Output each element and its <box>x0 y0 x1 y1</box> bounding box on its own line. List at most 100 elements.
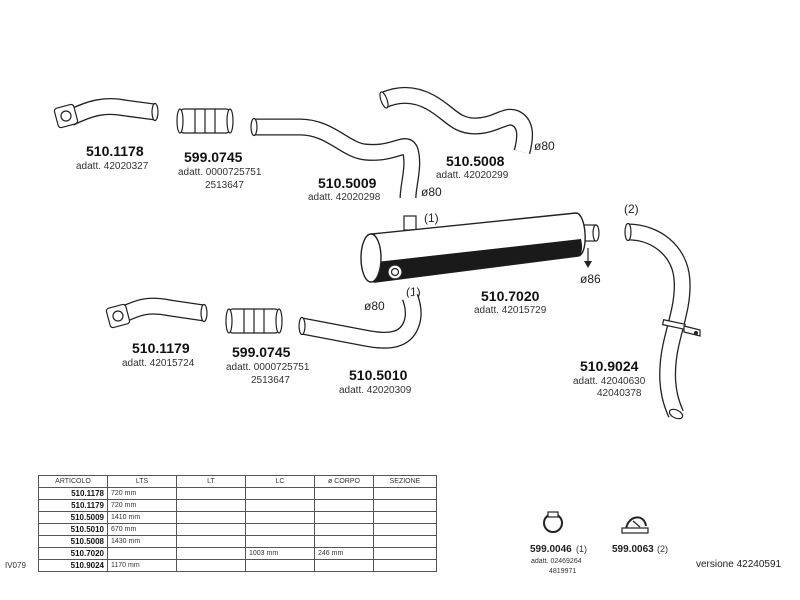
row-lts <box>107 547 177 560</box>
part-510-7020-diameter: ø86 <box>580 272 601 286</box>
row-corpo <box>314 523 374 536</box>
part-510-9024-code: 510.9024 <box>580 358 639 374</box>
row-lts: 720 mm <box>107 487 177 500</box>
part-510-9024-drawing <box>624 222 701 420</box>
row-corpo <box>314 535 374 548</box>
table-row: 510.5009 1410 mm <box>38 511 437 524</box>
row-code: 510.7020 <box>38 547 108 560</box>
row-code: 510.5010 <box>38 523 108 536</box>
row-corpo <box>314 499 374 512</box>
part-510-7020-ref: (1) <box>424 211 439 225</box>
parts-table: ARTICOLO LTS LT LC ø CORPO SEZIONE 510.1… <box>38 475 437 572</box>
row-sezione <box>373 535 437 548</box>
row-code: 510.1178 <box>38 487 108 500</box>
part-599-0745-top-adatt: adatt. 0000725751 <box>178 167 262 178</box>
u-bolt-599-0063-ref: (2) <box>657 544 668 554</box>
col-lt: LT <box>176 475 246 488</box>
table-row: 510.5010 670 mm <box>38 523 437 536</box>
row-lt <box>176 559 246 572</box>
clamp-599-0046-adatt2: 4819971 <box>549 568 576 575</box>
row-lt <box>176 487 246 500</box>
row-lt <box>176 535 246 548</box>
u-bolt-599-0063-code: 599.0063 <box>612 544 654 555</box>
part-510-1179-adatt: adatt. 42015724 <box>122 358 195 369</box>
clamp-599-0046-icon <box>543 511 563 533</box>
part-510-5010-code: 510.5010 <box>349 367 408 383</box>
part-510-1179-code: 510.1179 <box>132 340 190 356</box>
row-code: 510.1179 <box>38 499 108 512</box>
col-articolo: ARTICOLO <box>38 475 108 488</box>
row-lc: 1003 mm <box>245 547 315 560</box>
table-row: 510.5008 1430 mm <box>38 535 437 548</box>
row-sezione <box>373 523 437 536</box>
row-sezione <box>373 559 437 572</box>
row-sezione <box>373 499 437 512</box>
row-lc <box>245 523 315 536</box>
part-510-7020-code: 510.7020 <box>481 288 540 304</box>
table-row: 510.1179 720 mm <box>38 499 437 512</box>
part-510-5008-drawing <box>379 86 534 155</box>
row-corpo <box>314 487 374 500</box>
part-599-0745-bottom-adatt: adatt. 0000725751 <box>226 362 310 373</box>
part-510-5010-drawing <box>298 294 422 349</box>
clamp-599-0046-code: 599.0046 <box>530 544 572 555</box>
row-code: 510.5008 <box>38 535 108 548</box>
table-row: 510.1178 720 mm <box>38 487 437 500</box>
part-510-1179-drawing <box>105 297 208 329</box>
row-lts: 720 mm <box>107 499 177 512</box>
part-510-5009-drawing <box>250 117 421 199</box>
part-510-5010-adatt: adatt. 42020309 <box>339 385 412 396</box>
table-side-label: IV079 <box>5 561 26 570</box>
part-510-1178-adatt: adatt. 42020327 <box>76 161 149 172</box>
row-corpo <box>314 559 374 572</box>
part-510-7020-diameter-2: ø80 <box>364 299 385 313</box>
row-lc <box>245 559 315 572</box>
col-sezione: SEZIONE <box>373 475 437 488</box>
part-510-5008-adatt: adatt. 42020299 <box>436 170 509 181</box>
part-599-0745-top-code: 599.0745 <box>184 149 243 165</box>
part-599-0745-bottom-code: 599.0745 <box>232 344 291 360</box>
row-sezione <box>373 547 437 560</box>
col-lc: LC <box>245 475 315 488</box>
part-510-5008-diameter: ø80 <box>534 139 555 153</box>
row-lt <box>176 511 246 524</box>
row-code: 510.5009 <box>38 511 108 524</box>
col-lts: LTS <box>107 475 177 488</box>
part-510-7020-drawing <box>360 212 600 283</box>
part-510-9024-ref: (2) <box>624 202 639 216</box>
row-lt <box>176 547 246 560</box>
part-510-5009-code: 510.5009 <box>318 175 377 191</box>
part-599-0745-bottom-adatt2: 2513647 <box>251 375 290 386</box>
row-code: 510.9024 <box>38 559 108 572</box>
row-lc <box>245 535 315 548</box>
clamp-599-0046-adatt: adatt. 02469264 <box>531 558 582 565</box>
part-510-5008-code: 510.5008 <box>446 153 505 169</box>
part-510-1178-code: 510.1178 <box>86 143 144 159</box>
clamp-599-0046-ref: (1) <box>576 544 587 554</box>
col-corpo: ø CORPO <box>314 475 374 488</box>
row-lc <box>245 487 315 500</box>
u-bolt-599-0063-icon <box>621 516 649 534</box>
part-510-5009-diameter: ø80 <box>421 185 442 199</box>
row-lt <box>176 499 246 512</box>
version-label: versione 42240591 <box>696 559 782 570</box>
part-510-9024-adatt: adatt. 42040630 <box>573 376 646 387</box>
table-row: 510.7020 1003 mm 246 mm <box>38 547 437 560</box>
row-lts: 1170 mm <box>107 559 177 572</box>
part-510-9024-adatt2: 42040378 <box>597 388 642 399</box>
row-lts: 670 mm <box>107 523 177 536</box>
part-599-0745-top-adatt2: 2513647 <box>205 180 244 191</box>
table-header-row: ARTICOLO LTS LT LC ø CORPO SEZIONE <box>38 475 437 488</box>
row-lts: 1430 mm <box>107 535 177 548</box>
row-lts: 1410 mm <box>107 511 177 524</box>
row-lc <box>245 499 315 512</box>
row-sezione <box>373 487 437 500</box>
part-599-0745-bottom-drawing <box>225 308 283 334</box>
part-599-0745-top-drawing <box>176 108 234 134</box>
row-corpo: 246 mm <box>314 547 374 560</box>
table-row: 510.9024 1170 mm <box>38 559 437 572</box>
row-sezione <box>373 511 437 524</box>
part-510-5009-adatt: adatt. 42020298 <box>308 192 381 203</box>
part-510-7020-adatt: adatt. 42015729 <box>474 305 547 316</box>
